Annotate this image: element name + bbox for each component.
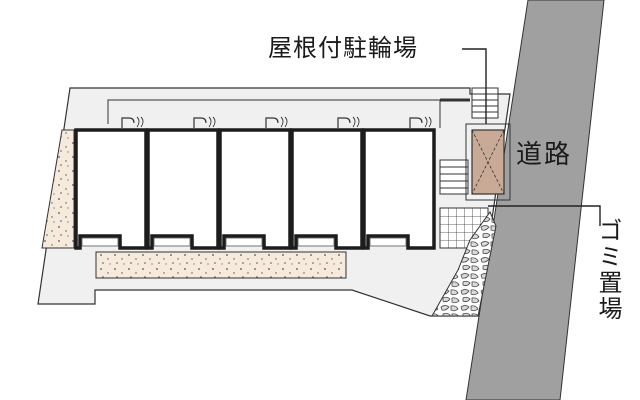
door-swing-icon	[424, 116, 432, 128]
planting-area-left	[41, 129, 75, 249]
door-icon	[409, 117, 423, 128]
apartment-units	[74, 116, 436, 250]
leader-garbage-area	[488, 205, 601, 226]
apartment-unit	[146, 116, 220, 250]
stairs-top	[471, 87, 499, 119]
unit-balcony	[297, 237, 335, 247]
unit-wall	[146, 128, 220, 250]
door-icon	[265, 117, 279, 128]
leader-bicycle-parking	[462, 48, 487, 124]
unit-wall	[218, 128, 292, 250]
unit-wall	[290, 128, 364, 250]
planting-area-bottom	[95, 251, 347, 279]
door-swing-icon	[280, 116, 288, 128]
door-swing-icon	[352, 116, 360, 128]
unit-balcony	[369, 237, 407, 247]
door-swing-icon	[208, 116, 216, 128]
garbage-area-label: ゴミ置場	[594, 218, 622, 322]
door-swing-icon	[136, 116, 144, 128]
unit-wall	[74, 128, 148, 250]
unit-balcony	[81, 237, 119, 247]
door-icon	[337, 117, 351, 128]
door-icon	[193, 117, 207, 128]
bicycle-parking	[465, 123, 511, 201]
road-label: 道路	[516, 140, 573, 170]
apartment-unit	[218, 116, 292, 250]
apartment-unit	[74, 116, 148, 250]
unit-balcony	[153, 237, 191, 247]
stone-planting	[431, 210, 497, 317]
apartment-unit	[290, 116, 364, 250]
stairs-side	[439, 159, 469, 195]
unit-wall	[362, 128, 436, 250]
bicycle-parking-label: 屋根付駐輪場	[268, 34, 418, 62]
door-icon	[121, 117, 135, 128]
canopy-outline	[107, 99, 441, 128]
unit-balcony	[225, 237, 263, 247]
apartment-unit	[362, 116, 436, 250]
